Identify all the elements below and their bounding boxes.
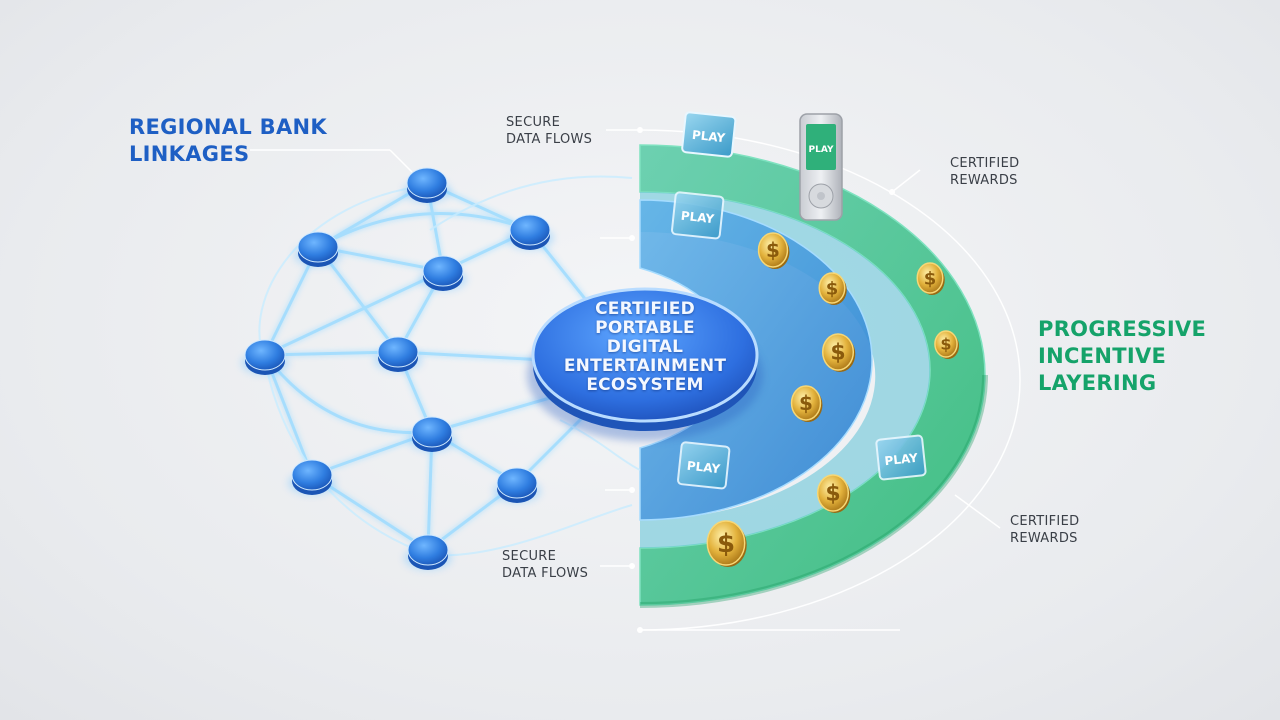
bank-nodes	[241, 167, 554, 570]
play-card-top: PLAY	[681, 111, 737, 158]
label-connectors	[250, 129, 1001, 631]
label-line: SECURE	[506, 115, 561, 130]
title-line: LAYERING	[1038, 371, 1157, 395]
bank-node	[419, 255, 467, 291]
regional-bank-linkages-title: REGIONAL BANK LINKAGES	[129, 114, 327, 168]
certified-rewards-label-top: CERTIFIED REWARDS	[950, 155, 1019, 189]
bank-node	[241, 339, 289, 375]
hub-line: DIGITAL	[606, 337, 684, 357]
bank-node	[403, 167, 451, 203]
label-line: CERTIFIED	[950, 156, 1020, 171]
progressive-incentive-layering-title: PROGRESSIVE INCENTIVE LAYERING	[1038, 316, 1206, 397]
play-card-label: PLAY	[680, 209, 715, 226]
coin-icon: $	[790, 385, 823, 422]
coin-icon: $	[706, 520, 747, 567]
play-card-mid: PLAY	[671, 191, 725, 240]
certified-rewards-label-bottom: CERTIFIED REWARDS	[1010, 513, 1079, 547]
bank-node	[294, 231, 342, 267]
title-line: REGIONAL BANK	[129, 115, 327, 139]
coin-icon: $	[821, 333, 856, 372]
coin-symbol: $	[799, 391, 813, 415]
central-hub	[527, 287, 763, 441]
label-line: REWARDS	[950, 173, 1018, 188]
bank-node	[493, 467, 541, 503]
hub-line: ECOSYSTEM	[586, 375, 704, 395]
play-card-label: PLAY	[691, 128, 726, 145]
coin-symbol: $	[717, 529, 735, 559]
coin-icon: $	[757, 232, 790, 269]
title-line: LINKAGES	[129, 142, 250, 166]
bank-node	[506, 214, 554, 250]
play-card-lower-left: PLAY	[677, 441, 731, 490]
hub-line: ENTERTAINMENT	[563, 356, 727, 376]
title-line: PROGRESSIVE	[1038, 317, 1207, 341]
play-card-label: PLAY	[686, 459, 721, 476]
label-line: DATA FLOWS	[506, 132, 593, 147]
coin-symbol: $	[826, 278, 839, 299]
coin-symbol: $	[924, 268, 937, 289]
label-line: SECURE	[502, 549, 557, 564]
bank-node	[408, 416, 456, 452]
coin-symbol: $	[825, 482, 840, 507]
play-card-lower-right: PLAY	[875, 434, 927, 481]
reward-coins: $ $ $ $ $ $ $ $	[706, 232, 960, 567]
portable-device-icon: PLAY	[799, 113, 843, 221]
coin-symbol: $	[830, 341, 845, 366]
bank-node	[288, 459, 336, 495]
bank-node	[374, 336, 422, 372]
secure-data-flows-label-top: SECURE DATA FLOWS	[506, 114, 592, 148]
title-line: INCENTIVE	[1038, 344, 1167, 368]
label-line: DATA FLOWS	[502, 566, 589, 581]
hub-label: CERTIFIED PORTABLE DIGITAL ENTERTAINMENT…	[540, 300, 750, 395]
hub-line: PORTABLE	[595, 318, 695, 338]
coin-symbol: $	[940, 334, 951, 353]
bank-node	[404, 534, 452, 570]
label-line: CERTIFIED	[1010, 514, 1080, 529]
secure-data-flows-label-bottom: SECURE DATA FLOWS	[502, 548, 588, 582]
device-play-label: PLAY	[809, 145, 834, 155]
coin-symbol: $	[766, 238, 780, 262]
label-connector-dots	[629, 127, 895, 633]
coin-icon: $	[934, 330, 960, 359]
hub-line: CERTIFIED	[595, 299, 695, 319]
coin-icon: $	[818, 272, 847, 305]
play-card-label: PLAY	[884, 451, 919, 468]
coin-icon: $	[816, 474, 851, 513]
coin-icon: $	[916, 262, 945, 295]
label-line: REWARDS	[1010, 531, 1078, 546]
